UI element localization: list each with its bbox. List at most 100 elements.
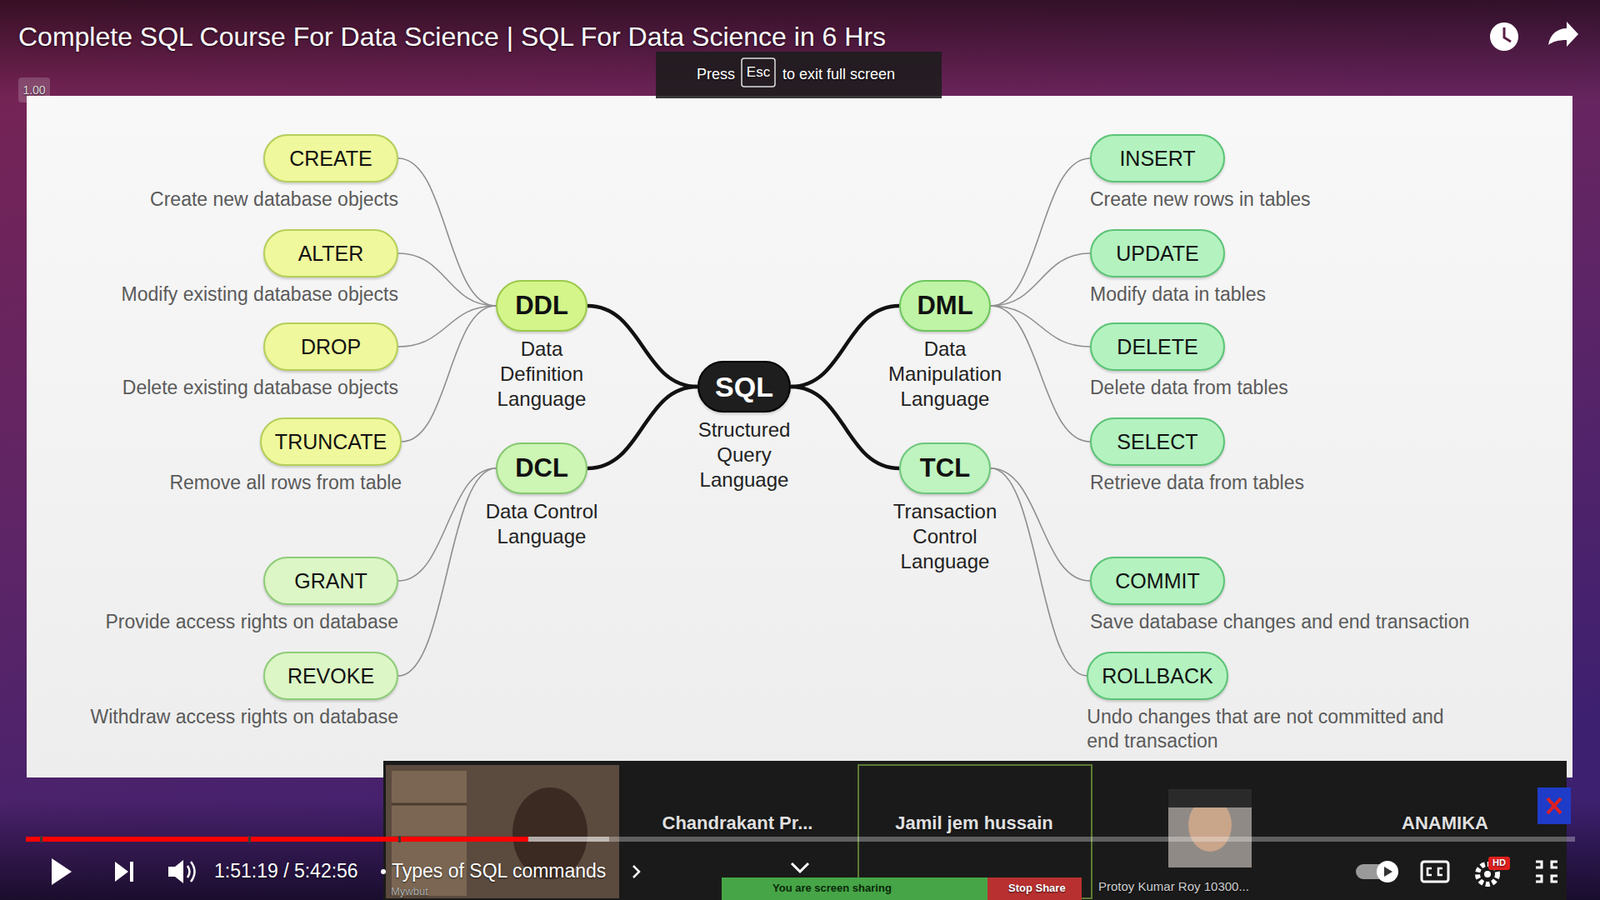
command-pill: DCL	[495, 442, 588, 495]
description-text: Undo changes that are not committed and …	[1086, 705, 1454, 754]
description-text: Withdraw access rights on database	[90, 705, 399, 730]
description-text: Structured Query Language	[690, 417, 799, 493]
leaf-line	[398, 468, 496, 676]
speed-indicator: 1.00	[22, 83, 45, 98]
root-node: SQLStructured Query Language	[690, 360, 799, 493]
command-pill: DDL	[495, 280, 588, 332]
branch-line	[587, 386, 698, 469]
next-bar	[130, 861, 134, 882]
category-node: DDLData Definition Language	[487, 280, 596, 412]
hd-text: HD	[1492, 857, 1506, 869]
command-pill: GRANT	[263, 556, 399, 605]
command-pill: SELECT	[1090, 417, 1225, 466]
toast-text: to exit full screen	[782, 65, 895, 85]
branch-line	[790, 386, 900, 469]
participant-strip	[383, 760, 1567, 900]
collapse-chevron	[791, 863, 809, 872]
participant-video	[385, 765, 620, 899]
participant-hair	[1168, 789, 1252, 808]
participant-name: ANAMIKA	[1401, 812, 1489, 835]
command-pill: TRUNCATE	[260, 417, 402, 466]
share-bar	[721, 877, 988, 900]
autoplay-play	[1384, 866, 1393, 877]
participant-name: Jamil jem hussain	[895, 812, 1054, 835]
category-node: DCLData Control Language	[475, 442, 609, 550]
speed-badge	[18, 77, 50, 103]
description-text: Data Control Language	[475, 499, 609, 550]
command-node: DELETE Delete data from tables	[1090, 322, 1289, 400]
description-text: Save database changes and end transactio…	[1090, 610, 1470, 635]
captions-icon	[1421, 861, 1449, 882]
progress-played	[25, 836, 529, 842]
toast-text: Press	[696, 65, 735, 85]
description-text: Data Definition Language	[487, 336, 596, 412]
leaf-line	[990, 305, 1090, 347]
command-node: TRUNCATERemove all rows from table	[169, 417, 402, 495]
description-text: Delete data from tables	[1090, 375, 1289, 400]
video-title: Complete SQL Course For Data Science | S…	[18, 20, 886, 53]
command-pill: COMMIT	[1090, 556, 1225, 605]
command-node: INSERTCreate new rows in tables	[1090, 134, 1311, 212]
shelf-line	[391, 803, 467, 806]
command-node: ALTER Modify existing database objects	[121, 229, 399, 307]
command-node: COMMIT Save database changes and end tran…	[1090, 556, 1470, 635]
leaf-line	[990, 305, 1090, 442]
category-node: DMLData Manipulation Language	[882, 280, 1008, 412]
command-pill: UPDATE	[1090, 229, 1225, 278]
hd-badge	[1488, 856, 1510, 870]
command-pill: ALTER	[263, 229, 399, 278]
command-node: REVOKE Withdraw access rights on database	[90, 651, 399, 730]
participant-name: Mywbut	[390, 885, 429, 899]
leaf-line	[398, 158, 496, 306]
command-pill: INSERT	[1090, 134, 1225, 183]
exit-fullscreen-icon	[1535, 861, 1558, 882]
command-pill: DML	[899, 280, 991, 332]
description-text: Provide access rights on database	[105, 610, 399, 635]
category-node: TCLTransaction Control Language	[886, 442, 1004, 575]
command-node: SELECT Retrieve data from tables	[1090, 417, 1305, 495]
description-text: Transaction Control Language	[886, 499, 1004, 575]
fullscreen-toast	[655, 51, 942, 99]
description-text: Create new database objects	[150, 187, 399, 212]
command-pill: DROP	[263, 322, 399, 371]
participant-photo	[1168, 789, 1252, 868]
chapter-title: Types of SQL commands	[391, 860, 606, 884]
description-text: Data Manipulation Language	[882, 336, 1008, 412]
leaf-line	[990, 468, 1087, 676]
command-pill: TCL	[899, 442, 991, 495]
command-node: ROLLBACK Undo changes that are not commit…	[1086, 651, 1454, 754]
time-display: 1:51:19 / 5:42:56	[214, 860, 359, 884]
leaf-line	[990, 253, 1090, 306]
chapter-gap	[398, 835, 401, 843]
settings-hub	[1484, 870, 1491, 878]
stop-share-text: Stop Share	[1008, 881, 1066, 895]
description-text: Modify data in tables	[1090, 282, 1266, 307]
leaf-line	[401, 305, 496, 442]
branch-line	[587, 305, 698, 387]
leaf-line	[990, 158, 1090, 306]
key-name: Esc	[746, 64, 770, 81]
command-pill: REVOKE	[263, 651, 399, 700]
leaf-line	[398, 253, 496, 306]
command-pill: DELETE	[1090, 322, 1225, 371]
chapter-gap	[40, 835, 43, 843]
title-shade	[0, 0, 1600, 100]
chapter-chevron	[633, 865, 640, 878]
clock-icon	[1490, 22, 1519, 51]
command-pill: ROLLBACK	[1086, 651, 1228, 700]
progress-buffer	[25, 836, 610, 842]
command-node: DROPDelete existing database objects	[122, 322, 399, 400]
description-text: Retrieve data from tables	[1090, 470, 1305, 495]
command-node: UPDATE Modify data in tables	[1090, 229, 1266, 307]
branch-line	[790, 305, 900, 387]
description-text: Modify existing database objects	[121, 282, 399, 307]
clock-hands	[1504, 27, 1511, 42]
play-icon	[51, 858, 72, 885]
chapter-gap	[248, 835, 251, 843]
participant-icon-mark	[1547, 798, 1561, 814]
participant-name: Chandrakant Pr...	[662, 812, 814, 835]
